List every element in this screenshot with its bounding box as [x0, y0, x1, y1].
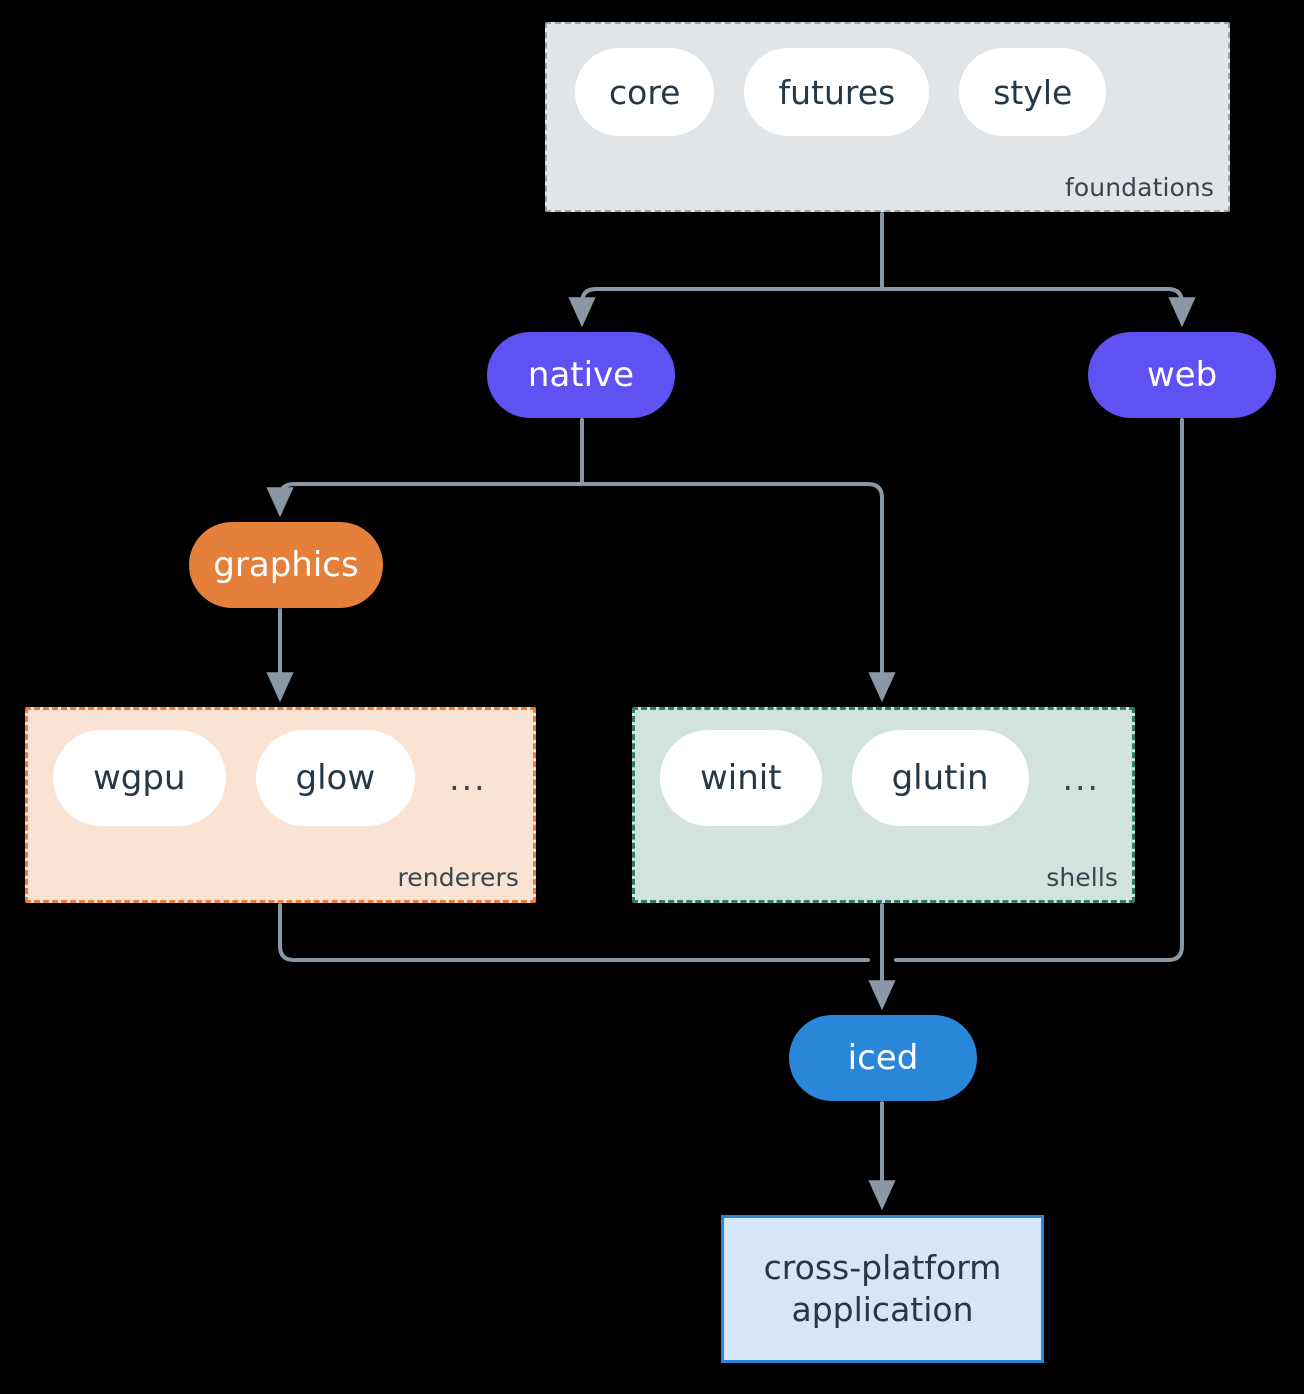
shells-chip-row: winit glutin ...	[660, 730, 1104, 826]
node-graphics[interactable]: graphics	[189, 522, 383, 608]
group-shells: winit glutin ... shells	[632, 707, 1135, 903]
node-web[interactable]: web	[1088, 332, 1276, 418]
chip-futures[interactable]: futures	[744, 48, 930, 136]
chip-winit[interactable]: winit	[660, 730, 822, 826]
group-renderers: wgpu glow ... renderers	[25, 707, 536, 903]
chip-wgpu[interactable]: wgpu	[53, 730, 226, 826]
foundations-chip-row: core futures style	[575, 48, 1107, 136]
chip-glutin[interactable]: glutin	[851, 730, 1029, 826]
application-label-line1: cross-platform	[763, 1247, 1002, 1287]
node-iced[interactable]: iced	[789, 1015, 977, 1101]
edge-foundations-to-native	[568, 287, 884, 328]
shells-ellipsis: ...	[1062, 758, 1100, 798]
group-label-foundations: foundations	[1065, 173, 1214, 202]
renderers-chip-row: wgpu glow ...	[53, 730, 491, 826]
edge-renderers-to-iced	[278, 903, 870, 962]
chip-core[interactable]: core	[575, 48, 715, 136]
renderers-ellipsis: ...	[449, 758, 487, 798]
edge-foundations-to-web	[880, 287, 1196, 328]
group-label-renderers: renderers	[397, 863, 519, 892]
group-label-shells: shells	[1046, 863, 1118, 892]
group-foundations: core futures style foundations	[545, 22, 1230, 212]
edge-native-to-shells	[580, 482, 896, 703]
node-cross-platform-application[interactable]: cross-platform application	[721, 1215, 1044, 1363]
edge-native-to-graphics	[266, 482, 584, 518]
node-native[interactable]: native	[487, 332, 675, 418]
chip-glow[interactable]: glow	[255, 730, 416, 826]
application-label-line2: application	[791, 1290, 974, 1329]
chip-style[interactable]: style	[959, 48, 1107, 136]
